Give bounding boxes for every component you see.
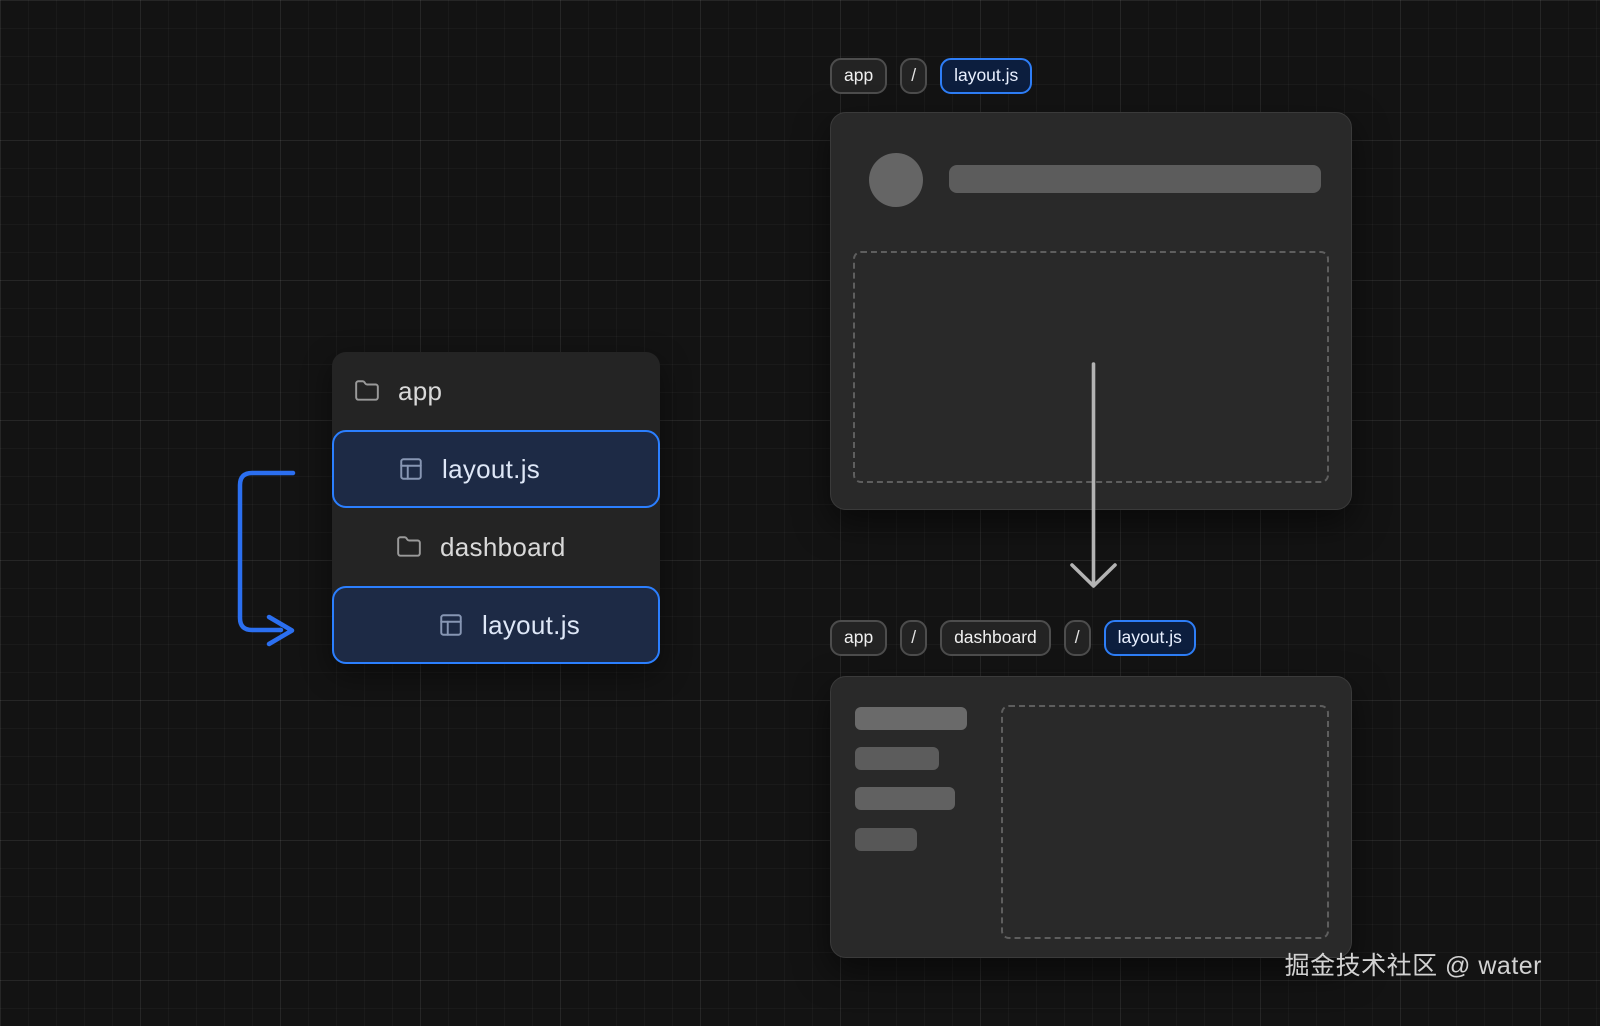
breadcrumb-separator: / — [900, 620, 928, 656]
nav-bar-placeholder — [855, 787, 955, 810]
folder-icon — [354, 378, 380, 404]
folder-icon — [396, 534, 422, 560]
tree-item-label: app — [398, 375, 443, 406]
layout-icon — [398, 456, 424, 482]
watermark: 掘金技术社区 @ water — [1284, 952, 1542, 980]
children-slot — [1001, 705, 1329, 939]
children-slot — [853, 251, 1329, 483]
tree-item-layout-dashboard[interactable]: layout.js — [332, 586, 660, 664]
breadcrumb-separator: / — [900, 58, 928, 94]
nav-bar-placeholder — [855, 707, 967, 730]
tree-item-layout-root[interactable]: layout.js — [332, 430, 660, 508]
tree-item-app[interactable]: app — [332, 352, 660, 430]
tree-item-label: layout.js — [442, 453, 541, 484]
dashboard-layout-card — [830, 676, 1352, 958]
nav-bar-placeholder — [855, 747, 939, 770]
breadcrumb-root: app / layout.js — [830, 58, 1033, 94]
breadcrumb-dashboard: app / dashboard / layout.js — [830, 620, 1196, 656]
layout-icon — [438, 612, 464, 638]
breadcrumb-segment-app[interactable]: app — [830, 620, 888, 656]
header-bar-placeholder — [949, 165, 1321, 193]
root-layout-card — [830, 112, 1352, 510]
avatar-placeholder — [869, 153, 923, 207]
file-tree: app layout.js dashboard layout.js — [332, 352, 660, 664]
breadcrumb-segment-layout[interactable]: layout.js — [940, 58, 1033, 94]
breadcrumb-segment-app[interactable]: app — [830, 58, 888, 94]
nav-bar-placeholder — [855, 828, 917, 851]
breadcrumb-separator: / — [1063, 620, 1091, 656]
tree-item-dashboard[interactable]: dashboard — [332, 508, 660, 586]
tree-connector-arrow — [237, 470, 296, 647]
breadcrumb-segment-layout[interactable]: layout.js — [1103, 620, 1196, 656]
breadcrumb-segment-dashboard[interactable]: dashboard — [940, 620, 1051, 656]
tree-item-label: layout.js — [482, 609, 581, 640]
tree-item-label: dashboard — [440, 531, 566, 562]
